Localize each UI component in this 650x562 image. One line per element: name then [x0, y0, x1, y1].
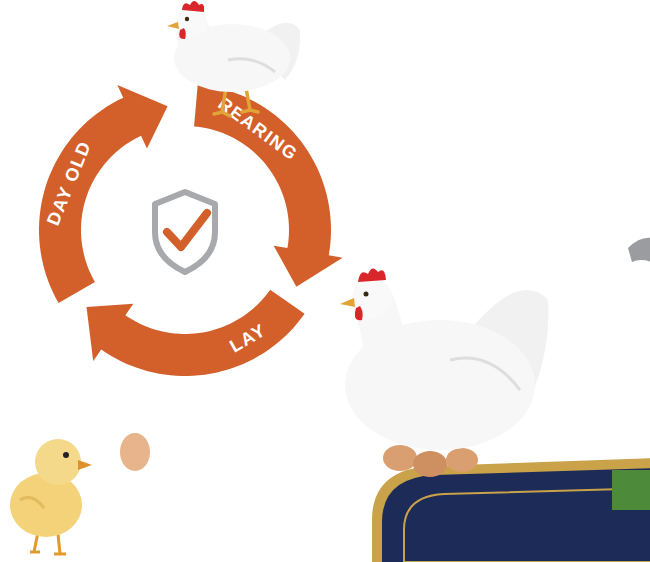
arrow-band	[15, 60, 355, 400]
shield-check-icon	[155, 192, 215, 272]
arrow-band-shape	[86, 290, 304, 376]
cycle-arrow: DAY OLD	[15, 60, 355, 400]
chick-illustration	[10, 433, 150, 554]
swoosh-shape	[628, 238, 650, 262]
badge	[372, 458, 650, 562]
hen-illustration	[167, 1, 300, 116]
arrow-band-shape	[194, 85, 343, 287]
arrow-band-shape	[39, 85, 168, 303]
hen-illustration	[340, 268, 548, 477]
